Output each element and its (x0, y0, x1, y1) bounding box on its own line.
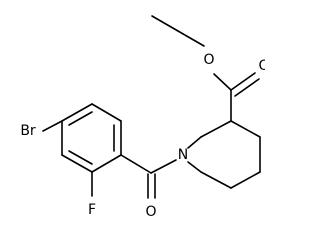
bond-ester-c-o-double-1 (230, 72, 256, 91)
bond-ring-c5-c6 (230, 171, 261, 189)
bond-ring-c3-c4 (230, 120, 261, 138)
bond-amide-c-aryl (120, 154, 152, 174)
atom-label-ester-oxygen: O (203, 52, 214, 68)
bond-ring-c6-n (200, 171, 232, 189)
atom-label-bromine: Br (20, 123, 36, 139)
bond-aryl-c4-bromine (42, 120, 63, 132)
bond-ring-c2-c3 (200, 120, 232, 138)
bond-ester-c-o-double-2 (234, 78, 260, 97)
bond-aryl-c1-c2 (91, 154, 122, 173)
bond-aryl-c4-c5 (61, 103, 93, 122)
bond-ring-n-c2 (187, 136, 202, 149)
molecule-structure-diagram: O O N O F Br (20, 15, 265, 220)
bond-n-amide-carbon (150, 159, 177, 174)
bond-ethyl-ch2-o (177, 30, 205, 47)
bond-aryl-c4-c5-inner (68, 111, 93, 126)
bond-aryl-c5-c6 (91, 103, 122, 122)
atom-label-nitrogen: N (178, 147, 188, 163)
bond-aryl-c3-c3-inner (68, 150, 93, 165)
bond-ethyl-ch3-ch2 (151, 15, 179, 32)
atom-label-fluorine: F (88, 202, 96, 218)
atom-label-amide-carbonyl-oxygen: O (145, 204, 156, 220)
bond-ring-c6-n-lower (187, 161, 202, 173)
bond-aryl-c2-c3 (61, 154, 93, 173)
atom-label-ester-carbonyl-oxygen: O (258, 58, 265, 74)
bond-o-ester-carbon (213, 73, 232, 91)
